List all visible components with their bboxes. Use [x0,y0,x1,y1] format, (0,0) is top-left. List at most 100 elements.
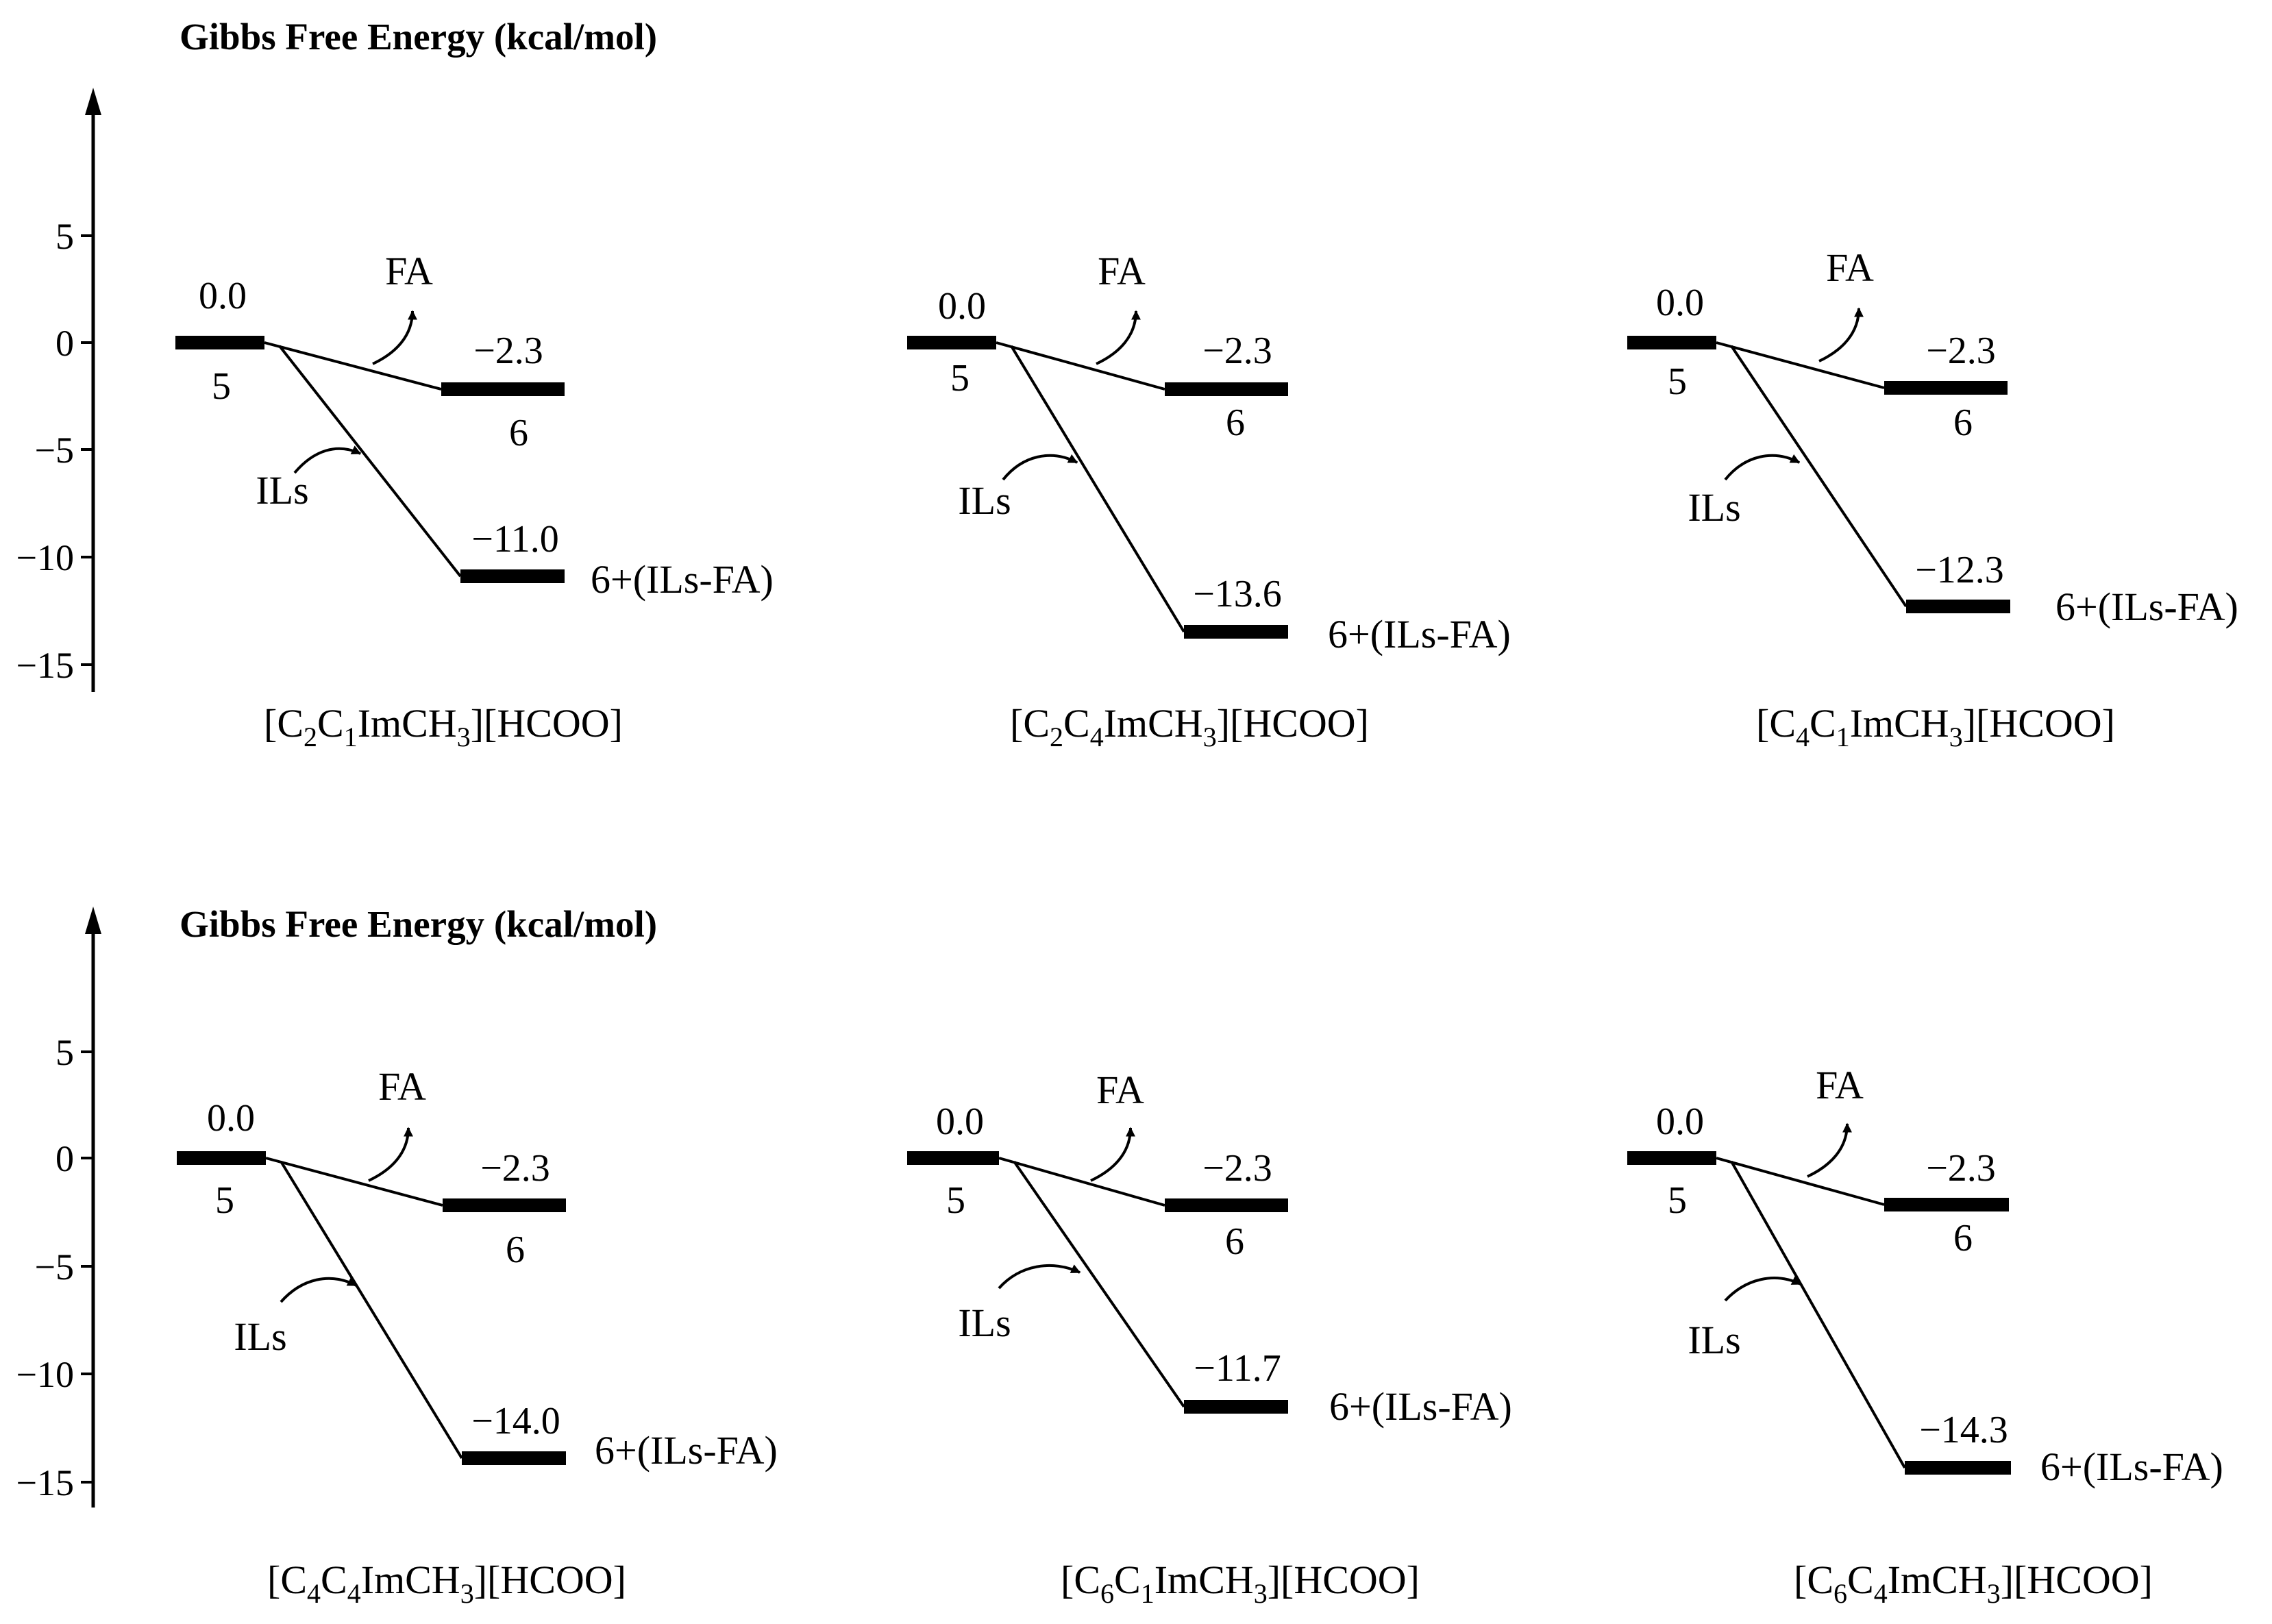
fa-arrow [1090,1127,1135,1182]
caption-text: ][HCOO] [1268,1558,1420,1602]
ils-arrow [280,1277,358,1303]
y-axis-arrowhead [85,907,101,934]
level-6-bar [441,382,565,396]
ils-energy-value: −14.3 [1919,1409,2008,1451]
fa-path-line [998,1157,1165,1207]
caption-text: C [321,1558,347,1602]
caption-subscript: 2 [1050,722,1063,752]
caption-subscript: 4 [1874,1578,1888,1609]
ils-arrow [998,1264,1081,1290]
compound-caption: [C4C1ImCH3][HCOO] [1756,701,2115,752]
caption-text: [C [1061,1558,1100,1602]
y-tick-label: 5 [55,216,74,257]
start-energy-value: 0.0 [936,1100,984,1143]
caption-subscript: 2 [304,722,317,752]
ils-path-line [280,1160,463,1460]
fa-product-label: 6 [1225,1220,1244,1263]
fa-label: FA [1826,245,1874,290]
level-ils-fa-bar [462,1451,566,1465]
caption-text: [C [267,1558,307,1602]
caption-subscript: 3 [1254,1578,1268,1609]
caption-subscript: 4 [307,1578,321,1609]
level-6-bar [1884,381,2008,395]
fa-path-line [264,341,442,391]
level-5-bar [907,336,996,349]
caption-text: ImCH [1154,1558,1254,1602]
caption-subscript: 1 [1836,722,1850,752]
level-5-bar [1627,336,1716,349]
y-axis: 5 0 −5 −10 −15 [16,88,101,692]
y-tick-label: −10 [16,537,74,578]
level-ils-fa-bar [1906,600,2010,613]
fa-label: FA [378,1064,426,1109]
start-energy-value: 0.0 [1656,1100,1704,1143]
start-species-label: 5 [1668,1179,1687,1222]
fa-product-label: 6 [506,1229,525,1271]
caption-text: [C [264,701,304,746]
y-tick-label: 5 [55,1032,74,1073]
fa-label: FA [1096,1068,1144,1112]
caption-subscript: 3 [457,722,471,752]
fa-label: FA [1098,249,1146,293]
level-ils-fa-bar [1184,1400,1288,1414]
ils-product-label: 6+(ILs-FA) [595,1428,778,1473]
ils-label: ILs [1688,1318,1740,1362]
start-species-label: 5 [946,1179,965,1222]
start-energy-value: 0.0 [1656,282,1704,324]
fa-label: FA [1816,1063,1864,1107]
ils-label: ILs [234,1314,286,1359]
reaction-profile: 0.0 5 FA −2.3 6 ILs −13.6 6+(ILs-FA) [C2… [907,249,1511,752]
caption-text: ][HCOO] [2001,1558,2153,1602]
compound-caption: [C4C4ImCH3][HCOO] [267,1558,626,1609]
fa-path-line [1716,1157,1885,1206]
ils-product-label: 6+(ILs-FA) [2040,1444,2223,1489]
level-5-bar [177,1151,266,1165]
level-6-bar [1884,1198,2009,1211]
panel-title: Gibbs Free Energy (kcal/mol) [180,16,657,58]
caption-subscript: 3 [1949,722,1963,752]
y-tick-label: −5 [35,430,74,471]
ils-energy-value: −11.0 [471,518,559,561]
level-5-bar [907,1151,999,1165]
caption-subscript: 3 [1203,722,1217,752]
fa-path-line [996,341,1165,391]
fa-path-line [1716,341,1885,389]
fa-energy-value: −2.3 [1202,1147,1272,1190]
ils-product-label: 6+(ILs-FA) [591,557,774,602]
ils-path-line [1730,345,1907,608]
caption-text: ][HCOO] [474,1558,626,1602]
caption-text: C [1847,1558,1874,1602]
start-energy-value: 0.0 [938,285,986,328]
compound-caption: [C2C4ImCH3][HCOO] [1010,701,1369,752]
caption-subscript: 4 [1090,722,1104,752]
fa-arrow [368,1127,413,1182]
ils-label: ILs [1688,485,1740,530]
fa-energy-value: −2.3 [1926,330,1996,372]
fa-product-label: 6 [509,412,528,454]
level-5-bar [1627,1151,1716,1165]
ils-arrow [1002,454,1078,481]
level-6-bar [1165,1198,1288,1212]
ils-path-line [1010,345,1185,633]
ils-label: ILs [958,1301,1011,1345]
caption-text: ImCH [1104,701,1203,746]
caption-subscript: 3 [1987,1578,2001,1609]
fa-energy-value: −2.3 [1926,1147,1996,1190]
start-species-label: 5 [215,1179,234,1222]
level-ils-fa-bar [460,569,565,583]
caption-text: ][HCOO] [1217,701,1369,746]
panel-bottom: Gibbs Free Energy (kcal/mol) 5 0 −5 −10 … [16,903,2223,1609]
start-species-label: 5 [212,365,231,408]
ils-energy-value: −14.0 [471,1400,560,1442]
caption-text: ImCH [358,701,457,746]
level-6-bar [1165,382,1288,396]
caption-text: C [1810,701,1836,746]
y-tick-label: −15 [16,645,74,686]
fa-energy-value: −2.3 [480,1147,550,1190]
level-6-bar [443,1198,566,1212]
caption-subscript: 6 [1833,1578,1847,1609]
fa-energy-value: −2.3 [473,330,543,372]
start-energy-value: 0.0 [207,1097,255,1140]
fa-arrow [1096,310,1141,365]
